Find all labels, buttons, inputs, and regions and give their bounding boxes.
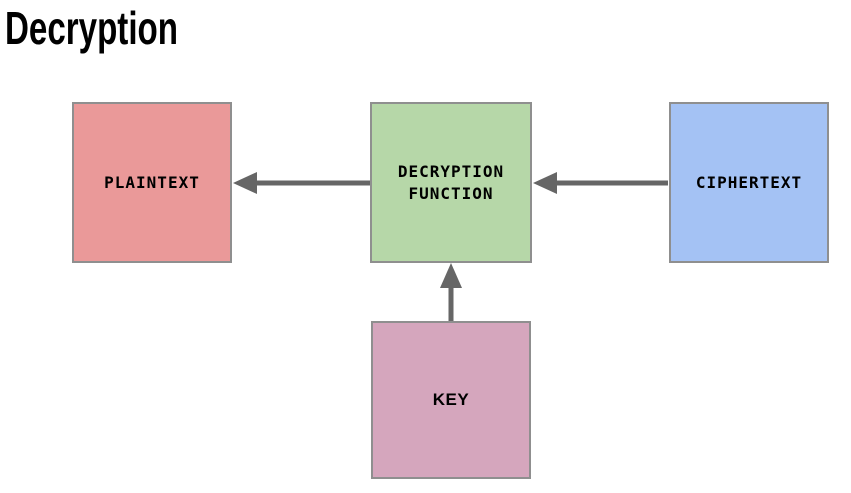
arrowhead-left-icon xyxy=(533,172,557,194)
node-key-label: KEY xyxy=(432,389,470,409)
node-key: KEY xyxy=(371,321,531,479)
node-plaintext-label: PLAINTEXT xyxy=(104,172,200,192)
arrow-decryption-to-plaintext xyxy=(233,172,370,194)
node-decryption-function-label: DECRYPTION FUNCTION xyxy=(397,162,505,203)
node-ciphertext: CIPHERTEXT xyxy=(669,102,829,263)
page-title: Decryption xyxy=(5,2,178,54)
arrowhead-up-icon xyxy=(440,263,462,288)
arrow-key-to-decryption xyxy=(440,263,462,321)
node-ciphertext-label: CIPHERTEXT xyxy=(695,172,803,192)
arrowhead-left-icon xyxy=(233,172,257,194)
node-plaintext: PLAINTEXT xyxy=(72,102,232,263)
node-decryption-function: DECRYPTION FUNCTION xyxy=(370,102,532,263)
arrow-ciphertext-to-decryption xyxy=(533,172,668,194)
